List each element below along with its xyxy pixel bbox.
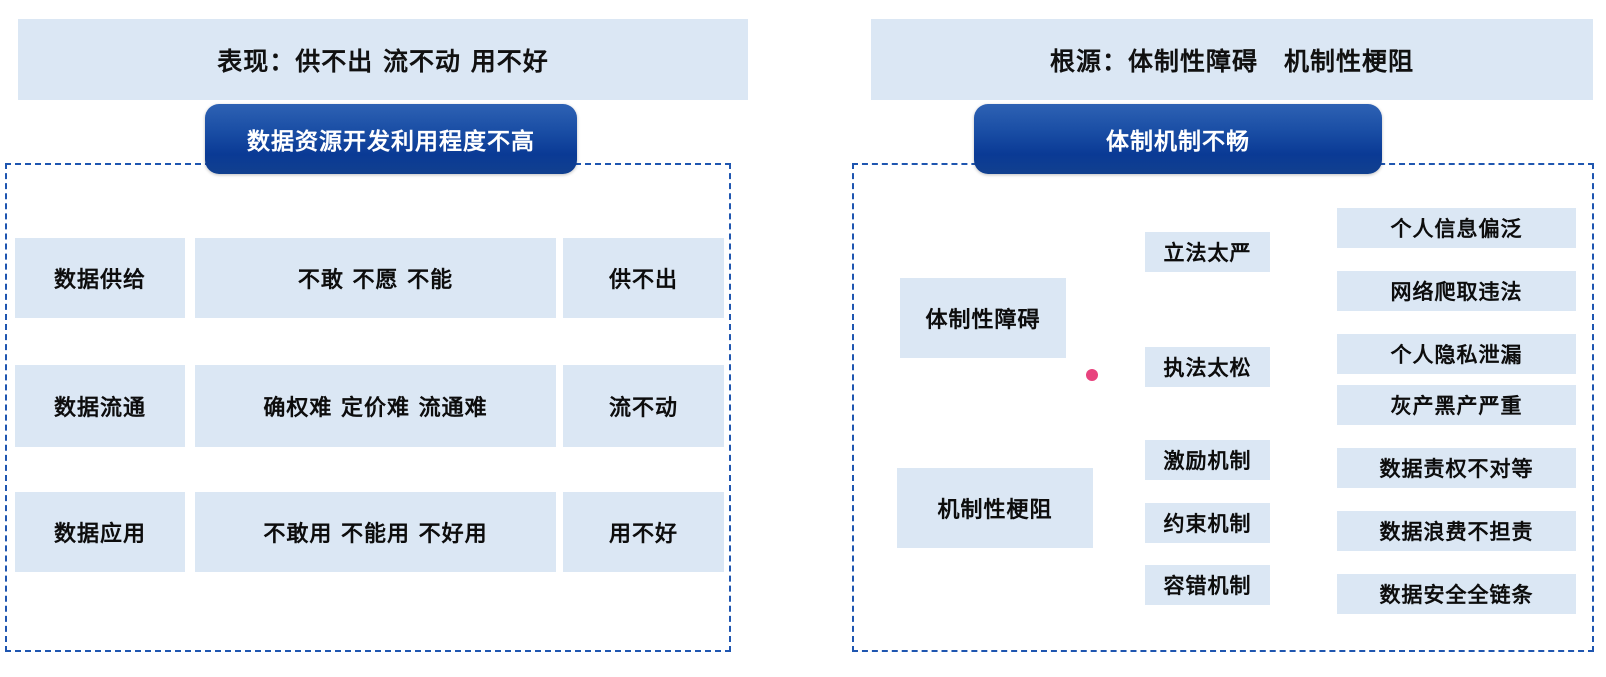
- right-panel: 根源：体制性障碍 机制性梗阻 体制机制不畅 体制性障碍 机制性梗阻 立法太严 执…: [803, 0, 1606, 677]
- left-stage-cell: 数据应用: [15, 492, 185, 572]
- left-banner-title: 表现：供不出 流不动 用不好: [18, 19, 748, 100]
- left-issue-cell: 不敢 不愿 不能: [195, 238, 556, 318]
- left-stage-cell: 数据流通: [15, 365, 185, 447]
- left-issue-cell: 不敢用 不能用 不好用: [195, 492, 556, 572]
- right-detail-box: 个人信息偏泛: [1337, 208, 1576, 248]
- right-middle-box: 立法太严: [1145, 232, 1270, 272]
- right-middle-box: 执法太松: [1145, 347, 1270, 387]
- right-middle-box: 约束机制: [1145, 503, 1270, 543]
- right-category-box: 机制性梗阻: [897, 468, 1093, 548]
- right-banner-title: 根源：体制性障碍 机制性梗阻: [871, 19, 1593, 100]
- left-result-cell: 流不动: [563, 365, 724, 447]
- right-detail-box: 个人隐私泄漏: [1337, 334, 1576, 374]
- left-result-cell: 用不好: [563, 492, 724, 572]
- right-detail-box: 数据责权不对等: [1337, 448, 1576, 488]
- left-panel: 表现：供不出 流不动 用不好 数据资源开发利用程度不高 数据供给 不敢 不愿 不…: [5, 19, 748, 652]
- right-detail-box: 数据浪费不担责: [1337, 511, 1576, 551]
- right-middle-box: 激励机制: [1145, 440, 1270, 480]
- left-issue-cell: 确权难 定价难 流通难: [195, 365, 556, 447]
- right-category-box: 体制性障碍: [900, 278, 1066, 358]
- right-detail-box: 灰产黑产严重: [1337, 385, 1576, 425]
- left-stage-cell: 数据供给: [15, 238, 185, 318]
- right-pill-heading: 体制机制不畅: [974, 104, 1382, 174]
- right-middle-box: 容错机制: [1145, 565, 1270, 605]
- left-pill-heading: 数据资源开发利用程度不高: [205, 104, 577, 174]
- pink-dot-marker-icon: [1086, 369, 1098, 381]
- right-detail-box: 数据安全全链条: [1337, 574, 1576, 614]
- left-result-cell: 供不出: [563, 238, 724, 318]
- right-detail-box: 网络爬取违法: [1337, 271, 1576, 311]
